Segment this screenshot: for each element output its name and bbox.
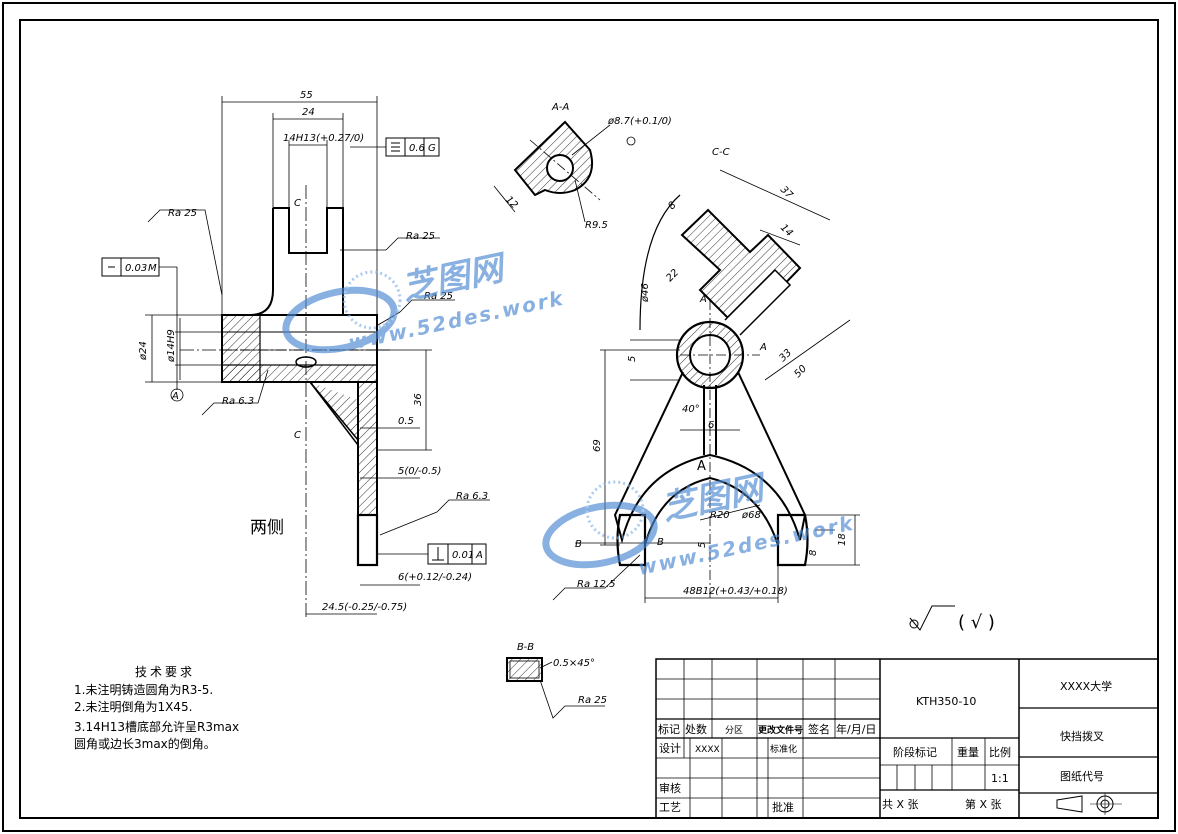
chamfer-label: 0.5×45° bbox=[553, 658, 595, 669]
dim-245: 24.5(-0.25/-0.75) bbox=[322, 602, 407, 613]
part-name: 快挡拨叉 bbox=[1060, 729, 1104, 743]
label-stage: 阶段标记 bbox=[893, 745, 937, 759]
sheet-total: 共 X 张 bbox=[882, 798, 919, 811]
dim-55: 55 bbox=[300, 90, 313, 101]
main-view bbox=[101, 96, 490, 620]
dim-6: 6(+0.12/-0.24) bbox=[398, 572, 472, 583]
tech-notes: 技术要求 1.未注明铸造圆角为R3-5. 2.未注明倒角为1X45. 3.14H… bbox=[74, 665, 239, 751]
note-4: 圆角或边长3max的倒角。 bbox=[74, 736, 216, 751]
dim-8: 8 bbox=[666, 200, 678, 212]
title-block-text: KTH350-10 XXXX大学 快挡拨叉 图纸代号 标记 处数 分区 更改文件… bbox=[658, 679, 1112, 814]
dim-22: 22 bbox=[664, 267, 681, 284]
section-a-a bbox=[493, 120, 636, 223]
section-b-b bbox=[506, 657, 605, 719]
angle-40: 40° bbox=[682, 404, 700, 415]
note-2: 2.未注明倒角为1X45. bbox=[74, 699, 192, 714]
watermark-bottom: 芝图网 www.52des.work bbox=[542, 467, 857, 580]
dim-r95: R9.5 bbox=[585, 220, 608, 231]
watermark-top: 芝图网 www.52des.work bbox=[282, 247, 567, 355]
header-date: 年/月/日 bbox=[836, 722, 876, 736]
header-change: 更改文件号 bbox=[758, 724, 803, 736]
dim-37: 37 bbox=[778, 184, 795, 201]
ra25-right-mid: Ra 25 bbox=[424, 291, 453, 302]
dim-18: 18 bbox=[837, 533, 848, 546]
section-b-right: B bbox=[657, 537, 664, 548]
ra63-right: Ra 6.3 bbox=[456, 491, 488, 502]
header-sign: 签名 bbox=[808, 722, 830, 736]
datum-g: G bbox=[428, 143, 436, 154]
sheet-number: 第 X 张 bbox=[965, 797, 1002, 811]
dim-6b: 6 bbox=[708, 420, 714, 431]
ra63-left: Ra 6.3 bbox=[222, 396, 254, 407]
perp-datum: A bbox=[475, 550, 483, 561]
aa-label: A-A bbox=[551, 102, 569, 113]
dim-36: 36 bbox=[413, 393, 424, 406]
label-standard: 标准化 bbox=[770, 743, 797, 755]
section-c-bottom: C bbox=[294, 430, 301, 441]
notes-title: 技术要求 bbox=[135, 665, 195, 679]
school-name: XXXX大学 bbox=[1060, 679, 1112, 693]
dim-dia24: ø24 bbox=[138, 341, 149, 361]
ra25-right-top: Ra 25 bbox=[406, 231, 435, 242]
label-scale: 比例 bbox=[989, 745, 1011, 759]
label-weight: 重量 bbox=[957, 745, 979, 759]
bb-label: B-B bbox=[517, 642, 534, 653]
dim-r20: R20 bbox=[710, 510, 730, 521]
drawing-number: KTH350-10 bbox=[916, 695, 976, 708]
section-c-top: C bbox=[294, 198, 301, 209]
dim-14h13: 14H13(+0.27/0) bbox=[283, 133, 364, 144]
label-process: 工艺 bbox=[659, 801, 681, 814]
position-mod: M bbox=[148, 263, 157, 274]
dim-dia14h9: ø14H9 bbox=[166, 329, 177, 363]
label-design: 设计 bbox=[659, 742, 681, 755]
both-sides-label: 两侧 bbox=[250, 518, 284, 538]
mark-a-bottom: A bbox=[697, 459, 706, 474]
designer-name: XXXX bbox=[695, 745, 720, 755]
dim-12: 12 bbox=[503, 194, 520, 211]
label-approve: 批准 bbox=[772, 800, 794, 814]
dim-24: 24 bbox=[302, 107, 315, 118]
dim-69: 69 bbox=[592, 439, 603, 452]
scale-value: 1:1 bbox=[991, 772, 1009, 785]
dim-r46: ø46 bbox=[640, 283, 651, 303]
cc-label: C-C bbox=[712, 147, 730, 158]
section-b-left: B bbox=[575, 539, 582, 550]
header-count: 处数 bbox=[685, 723, 707, 736]
dim-5c: 5 bbox=[697, 542, 708, 548]
note-1: 1.未注明铸造圆角为R3-5. bbox=[74, 682, 213, 697]
mark-a-top: A bbox=[699, 294, 707, 305]
ra125: Ra 12.5 bbox=[577, 579, 616, 590]
dim-d68: ø68 bbox=[741, 510, 761, 521]
inner-border bbox=[19, 19, 1159, 819]
dim-50: 50 bbox=[792, 363, 809, 380]
dim-05: 0.5 bbox=[398, 416, 414, 427]
ra25-bb: Ra 25 bbox=[578, 695, 607, 706]
position-tol: 0.03 bbox=[125, 263, 147, 274]
ra25-left: Ra 25 bbox=[168, 208, 197, 219]
header-zone: 分区 bbox=[725, 725, 743, 736]
dim-87: ø8.7(+0.1/0) bbox=[607, 116, 672, 127]
drawing-code: 图纸代号 bbox=[1060, 770, 1104, 783]
label-review: 审核 bbox=[659, 781, 681, 795]
mark-a-right: A bbox=[759, 342, 767, 353]
datum-circle: A bbox=[171, 391, 179, 402]
dim-5b: 5 bbox=[627, 356, 638, 362]
dim-14: 14 bbox=[778, 222, 795, 239]
note-3: 3.14H13槽底部允许呈R3max bbox=[74, 719, 239, 734]
dim-48: 48B12(+0.43/+0.18) bbox=[683, 586, 788, 597]
roughness-paren: ( √ ) bbox=[958, 612, 995, 633]
dim-8b: 8 bbox=[808, 550, 819, 556]
right-view bbox=[552, 169, 860, 603]
header-mark: 标记 bbox=[658, 722, 680, 736]
flatness-value: 0.6 bbox=[409, 143, 425, 154]
dim-5: 5(0/-0.5) bbox=[398, 466, 441, 477]
perp-value: 0.01 bbox=[452, 550, 474, 561]
title-block bbox=[655, 658, 1159, 819]
general-roughness bbox=[909, 605, 955, 631]
main-view-labels: 55 24 14H13(+0.27/0) 0.6 G C C Ra 25 Ra … bbox=[125, 90, 488, 613]
